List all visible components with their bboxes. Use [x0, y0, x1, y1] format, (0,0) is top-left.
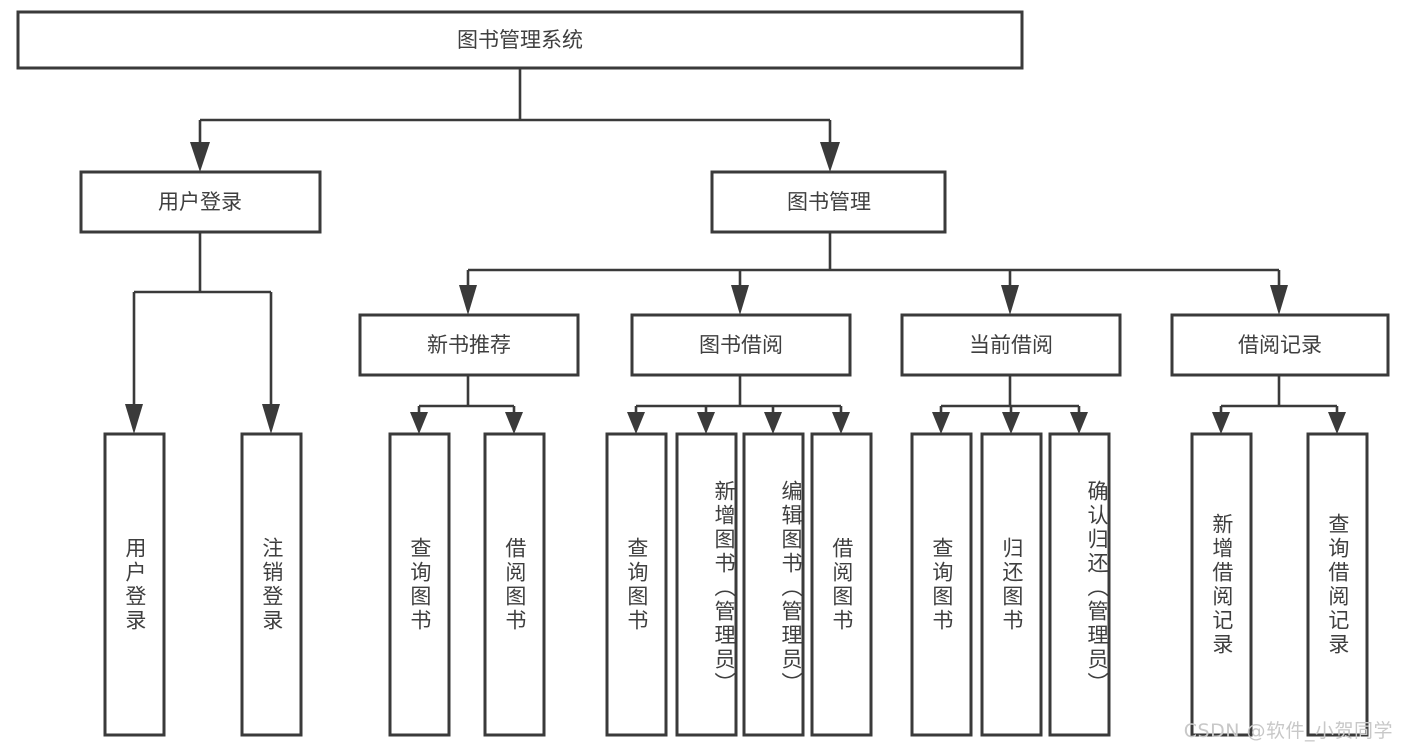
leaf-box-user-login[interactable]	[103, 432, 166, 737]
arrow-icon-leaf-logout	[262, 404, 280, 434]
leaf-box-query-book-2[interactable]	[605, 432, 668, 737]
leaf-box-return-book[interactable]	[980, 432, 1043, 737]
arrow-icon-current-leaf1	[932, 412, 950, 434]
arrowhead-group	[125, 142, 1346, 434]
arrow-icon-newbook-leaf2	[505, 412, 523, 434]
leaf-box-confirm-return-admin[interactable]	[1048, 432, 1111, 737]
arrow-icon-newbook-leaf1	[410, 412, 428, 434]
node-root-box[interactable]	[16, 10, 1024, 70]
leaf-box-add-borrow-record[interactable]	[1190, 432, 1253, 737]
arrow-icon-current-leaf2	[1002, 412, 1020, 434]
node-box-group: 图书管理系统 用户登录 图书管理 新书推荐 图书借阅 当前借阅 借阅记录	[16, 10, 1390, 377]
node-current-borrow-label: 当前借阅	[969, 333, 1053, 357]
node-new-book-recommend-box[interactable]	[358, 313, 580, 377]
leaf-box-logout[interactable]	[240, 432, 303, 737]
connector-group	[132, 68, 1339, 412]
node-current-borrow-box[interactable]	[900, 313, 1122, 377]
arrow-icon-book-mgmt	[820, 142, 840, 172]
arrow-icon-user-login	[190, 142, 210, 172]
leaf-box-add-book-admin[interactable]	[675, 432, 738, 737]
arrow-icon-borrow-leaf4	[832, 412, 850, 434]
node-book-management-label: 图书管理	[787, 190, 871, 214]
node-user-login-label: 用户登录	[158, 190, 242, 214]
arrow-icon-record-leaf1	[1212, 412, 1230, 434]
arrow-icon-record	[1270, 285, 1288, 315]
node-root-label: 图书管理系统	[457, 28, 583, 52]
arrow-icon-borrow-leaf2	[697, 412, 715, 434]
node-new-book-recommend-label: 新书推荐	[427, 333, 511, 357]
arrow-icon-borrow	[731, 285, 749, 315]
arrow-icon-current-leaf3	[1070, 412, 1088, 434]
arrow-icon-new-book	[459, 285, 477, 315]
arrow-icon-record-leaf2	[1328, 412, 1346, 434]
node-borrow-record-box[interactable]	[1170, 313, 1390, 377]
node-book-borrow-box[interactable]	[630, 313, 852, 377]
arrow-icon-borrow-leaf1	[627, 412, 645, 434]
node-user-login-box[interactable]	[79, 170, 322, 234]
arrow-icon-borrow-leaf3	[764, 412, 782, 434]
node-book-management-box[interactable]	[710, 170, 947, 234]
node-book-borrow-label: 图书借阅	[699, 333, 783, 357]
leaf-box-edit-book-admin[interactable]	[742, 432, 805, 737]
leaf-box-borrow-book-1[interactable]	[483, 432, 546, 737]
leaf-box-query-book-1[interactable]	[388, 432, 451, 737]
arrow-icon-current	[1001, 285, 1019, 315]
leaf-box-group	[103, 432, 1369, 737]
leaf-box-borrow-book-2[interactable]	[810, 432, 873, 737]
csdn-watermark: CSDN @软件_小贺同学	[1183, 720, 1393, 742]
node-borrow-record-label: 借阅记录	[1238, 333, 1322, 357]
leaf-box-query-book-3[interactable]	[910, 432, 973, 737]
arrow-icon-leaf-user-login	[125, 404, 143, 434]
leaf-box-query-borrow-record[interactable]	[1306, 432, 1369, 737]
